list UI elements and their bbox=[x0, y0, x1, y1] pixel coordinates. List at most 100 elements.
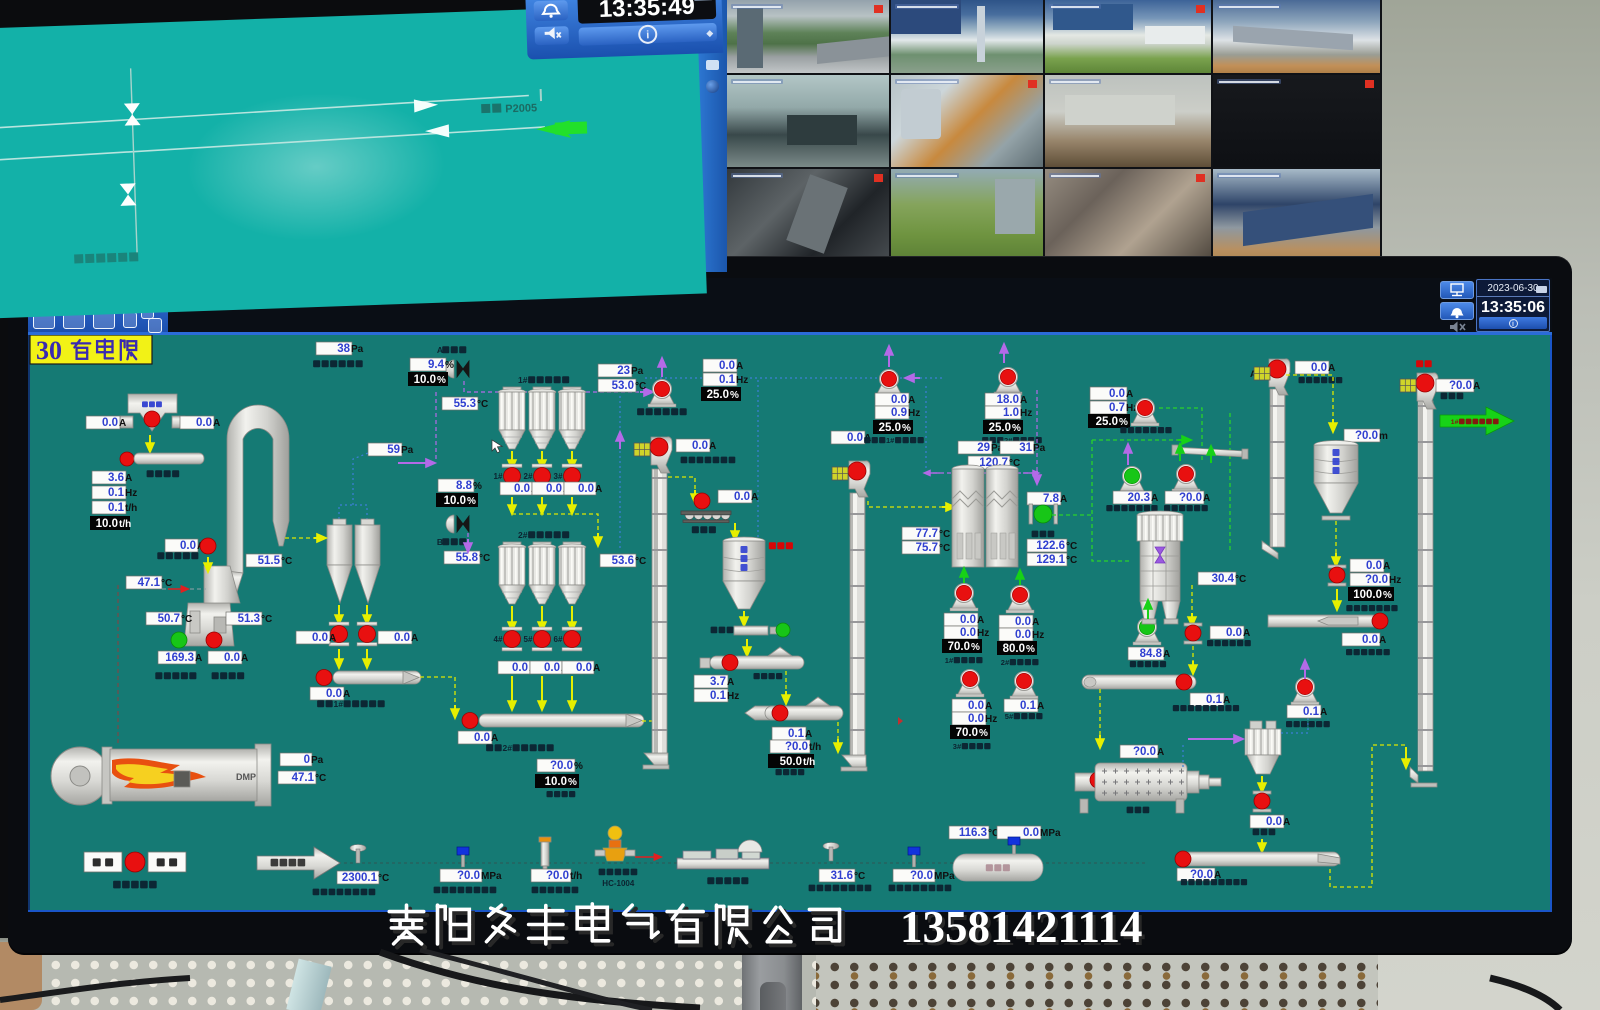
svg-text:116.3: 116.3 bbox=[959, 827, 987, 839]
svg-text:Hz: Hz bbox=[727, 691, 739, 702]
svg-text:B: B bbox=[437, 537, 443, 547]
svg-text:1#: 1# bbox=[886, 436, 895, 445]
svg-text:A: A bbox=[1243, 628, 1250, 639]
svg-text:%: % bbox=[473, 481, 482, 492]
svg-text:%: % bbox=[1026, 644, 1035, 655]
svg-text:Hz: Hz bbox=[1126, 403, 1138, 414]
svg-text:A: A bbox=[736, 361, 743, 372]
svg-text:3#: 3# bbox=[554, 472, 563, 481]
svg-text:77.7: 77.7 bbox=[916, 528, 938, 540]
svg-text:2#: 2# bbox=[518, 530, 528, 540]
svg-text:0.1: 0.1 bbox=[710, 690, 727, 702]
svg-text:?0.0: ?0.0 bbox=[785, 741, 808, 753]
svg-text:0.0: 0.0 bbox=[576, 662, 592, 674]
svg-text:0.0: 0.0 bbox=[1109, 388, 1125, 400]
svg-text:Pa: Pa bbox=[311, 755, 324, 766]
svg-text:50.7: 50.7 bbox=[158, 613, 180, 625]
svg-text:0.0: 0.0 bbox=[891, 394, 907, 406]
svg-text:2#: 2# bbox=[503, 743, 513, 753]
svg-text:t/h: t/h bbox=[570, 871, 582, 882]
svg-text:A: A bbox=[593, 663, 600, 674]
svg-text:°C: °C bbox=[854, 871, 865, 882]
svg-text:°C: °C bbox=[939, 543, 950, 554]
svg-text:Hz: Hz bbox=[908, 408, 920, 419]
svg-text:A: A bbox=[709, 441, 716, 452]
svg-text:A: A bbox=[985, 701, 992, 712]
svg-text:0: 0 bbox=[304, 754, 310, 766]
svg-text:?0.0: ?0.0 bbox=[1179, 492, 1202, 504]
svg-text:A: A bbox=[977, 615, 984, 626]
svg-text:%: % bbox=[730, 390, 739, 401]
svg-text:A: A bbox=[119, 418, 126, 429]
svg-text:A: A bbox=[1214, 870, 1221, 881]
svg-text:122.6: 122.6 bbox=[1036, 540, 1065, 552]
svg-text:0.7: 0.7 bbox=[1109, 402, 1125, 414]
svg-text:°C: °C bbox=[261, 614, 272, 625]
svg-text:0.1: 0.1 bbox=[719, 374, 736, 386]
svg-text:3.6: 3.6 bbox=[108, 472, 124, 484]
svg-text:1#: 1# bbox=[334, 699, 344, 709]
svg-text:2#: 2# bbox=[1004, 436, 1013, 445]
svg-text:A: A bbox=[595, 484, 602, 495]
svg-text:°C: °C bbox=[161, 578, 172, 589]
svg-text:0.0: 0.0 bbox=[394, 632, 410, 644]
svg-text:°C: °C bbox=[378, 873, 389, 884]
svg-text:A: A bbox=[329, 633, 336, 644]
svg-text:0.0: 0.0 bbox=[968, 713, 984, 725]
svg-text:2300.1: 2300.1 bbox=[342, 872, 378, 884]
svg-text:0.0: 0.0 bbox=[196, 417, 212, 429]
svg-text:6#: 6# bbox=[554, 635, 563, 644]
svg-text:?0.0: ?0.0 bbox=[1365, 574, 1388, 586]
svg-text:9.4: 9.4 bbox=[428, 359, 445, 371]
svg-text:A: A bbox=[411, 633, 418, 644]
svg-text:°C: °C bbox=[479, 553, 490, 564]
svg-text:10.0: 10.0 bbox=[414, 374, 436, 386]
svg-text:0.9: 0.9 bbox=[891, 407, 907, 419]
svg-text:5#: 5# bbox=[524, 635, 533, 644]
svg-text:0.0: 0.0 bbox=[474, 732, 490, 744]
svg-text:%: % bbox=[568, 777, 577, 788]
svg-text:50.0: 50.0 bbox=[780, 756, 802, 768]
svg-text:0.0: 0.0 bbox=[1362, 634, 1378, 646]
svg-text:1#: 1# bbox=[494, 472, 503, 481]
svg-text:Hz: Hz bbox=[125, 488, 137, 499]
svg-text:A: A bbox=[1223, 695, 1230, 706]
svg-text:25.0: 25.0 bbox=[989, 422, 1011, 434]
svg-text:1#: 1# bbox=[1451, 419, 1459, 426]
svg-text:0.0: 0.0 bbox=[1015, 616, 1031, 628]
svg-text:80.0: 80.0 bbox=[1003, 643, 1025, 655]
svg-text:0.0: 0.0 bbox=[512, 662, 528, 674]
svg-text:0.0: 0.0 bbox=[544, 662, 560, 674]
svg-text:A: A bbox=[1473, 381, 1480, 392]
svg-text:A: A bbox=[1163, 649, 1170, 660]
svg-text:Hz: Hz bbox=[985, 714, 997, 725]
svg-text:1.0: 1.0 bbox=[1003, 407, 1019, 419]
svg-text:A: A bbox=[908, 395, 915, 406]
svg-text:31: 31 bbox=[1019, 442, 1032, 454]
svg-text:0.1: 0.1 bbox=[108, 502, 125, 514]
svg-text:0.0: 0.0 bbox=[180, 540, 196, 552]
svg-text:4#: 4# bbox=[494, 635, 503, 644]
svg-text:A: A bbox=[1283, 817, 1290, 828]
svg-text:%: % bbox=[1119, 417, 1128, 428]
svg-text:70.0: 70.0 bbox=[956, 727, 978, 739]
svg-text:°C: °C bbox=[181, 614, 192, 625]
svg-text:A: A bbox=[491, 733, 498, 744]
svg-text:°C: °C bbox=[939, 529, 950, 540]
svg-text:A: A bbox=[1126, 389, 1133, 400]
svg-text:%: % bbox=[1383, 590, 1392, 601]
svg-text:169.3: 169.3 bbox=[165, 652, 194, 664]
svg-text:A: A bbox=[195, 653, 202, 664]
svg-text:?0.0: ?0.0 bbox=[1355, 430, 1378, 442]
svg-text:2#: 2# bbox=[524, 472, 533, 481]
svg-text:0.0: 0.0 bbox=[1266, 816, 1282, 828]
svg-text:A: A bbox=[1383, 561, 1390, 572]
svg-text:55.3: 55.3 bbox=[454, 398, 476, 410]
svg-text:A: A bbox=[213, 418, 220, 429]
svg-text:?0.0: ?0.0 bbox=[1449, 380, 1472, 392]
svg-text:%: % bbox=[445, 360, 454, 371]
svg-text:MPa: MPa bbox=[1040, 828, 1061, 839]
svg-text:0.1: 0.1 bbox=[1206, 694, 1223, 706]
svg-text:0.0: 0.0 bbox=[1226, 627, 1242, 639]
svg-text:30: 30 bbox=[36, 336, 62, 365]
